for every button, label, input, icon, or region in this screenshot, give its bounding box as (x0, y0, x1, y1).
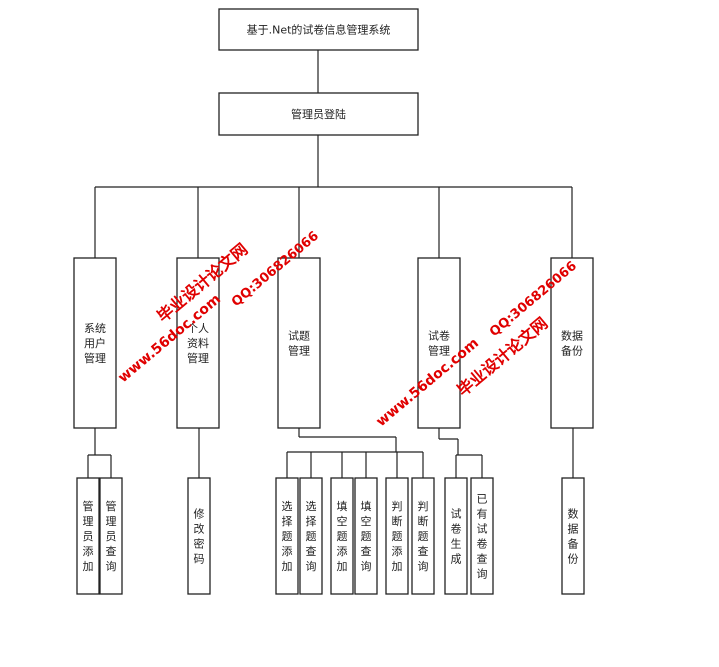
leaf-m1-0-label: 管理员添加 (83, 499, 94, 573)
leaf-m1-0: 管理员添加 (76, 477, 100, 595)
leaf-m4-0-label: 试卷生成 (451, 508, 462, 566)
login-box: 管理员登陆 (218, 92, 419, 136)
module-m3: 试题管理 (277, 257, 321, 429)
leaf-m5-0: 数据备份 (561, 477, 585, 595)
leaf-m4-1-label: 已有试卷查询 (477, 493, 488, 581)
module-m3-label: 试题管理 (288, 330, 310, 358)
module-m2-label: 个人资料管理 (187, 322, 209, 365)
diagram-edges (87, 50, 574, 478)
leaf-m2-0-label: 修改密码 (194, 507, 205, 566)
leaf-m4-0: 试卷生成 (444, 477, 468, 595)
module-m1-label: 系统用户管理 (84, 322, 106, 365)
login-box-label: 管理员登陆 (291, 107, 346, 121)
leaf-m3-3: 填空题查询 (354, 477, 378, 595)
leaf-m3-2: 填空题添加 (330, 477, 354, 595)
module-m2: 个人资料管理 (176, 257, 220, 429)
leaf-m3-1-label: 选择题查询 (306, 500, 317, 573)
leaf-m2-0: 修改密码 (187, 477, 211, 595)
leaf-m4-1: 已有试卷查询 (470, 477, 494, 595)
module-m1: 系统用户管理 (73, 257, 117, 429)
leaf-m3-3-label: 填空题查询 (361, 499, 372, 573)
leaf-m3-5-label: 判断题查询 (418, 500, 429, 573)
module-m4: 试卷管理 (417, 257, 461, 429)
root-box: 基于.Net的试卷信息管理系统 (218, 8, 419, 51)
root-box-label: 基于.Net的试卷信息管理系统 (247, 23, 391, 37)
leaf-m3-0-label: 选择题添加 (282, 500, 293, 573)
leaf-m5-0-label: 数据备份 (568, 508, 579, 566)
leaf-m3-4: 判断题添加 (385, 477, 409, 595)
module-m5: 数据备份 (550, 257, 594, 429)
leaf-m3-2-label: 填空题添加 (337, 499, 348, 573)
leaf-m1-1-label: 管理员查询 (106, 499, 117, 573)
leaf-m1-1: 管理员查询 (99, 477, 123, 595)
module-m5-label: 数据备份 (561, 329, 583, 358)
leaf-m3-4-label: 判断题添加 (392, 500, 403, 573)
module-m4-label: 试卷管理 (428, 329, 450, 358)
leaf-m3-0: 选择题添加 (275, 477, 299, 595)
leaf-m3-1: 选择题查询 (299, 477, 323, 595)
leaf-m3-5: 判断题查询 (411, 477, 435, 595)
